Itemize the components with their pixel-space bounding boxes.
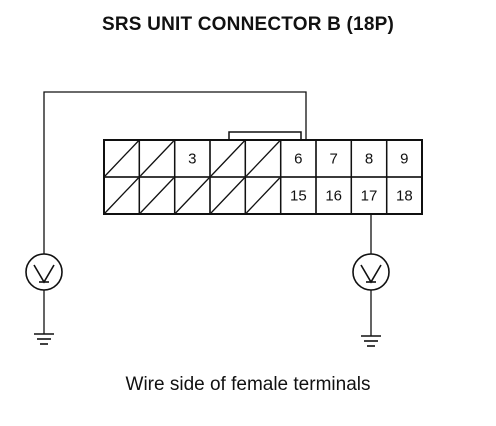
right-probe — [352, 214, 390, 347]
pin-label-18: 18 — [396, 188, 413, 205]
unused-pin-hatch — [104, 177, 139, 214]
connector-cells: 3 6 7 8 9 15 16 17 18 — [103, 139, 423, 215]
voltmeter-icon — [352, 253, 390, 291]
pin-label-3: 3 — [188, 151, 196, 168]
unused-pin-hatch — [175, 177, 210, 214]
unused-pin-hatch — [210, 177, 245, 214]
pin-label-7: 7 — [329, 151, 337, 168]
unused-pin-hatch — [245, 177, 281, 214]
ground-icon — [34, 333, 54, 345]
pin-label-16: 16 — [325, 188, 342, 205]
voltmeter-icon — [25, 253, 63, 291]
left-probe-wire — [43, 91, 307, 254]
unused-pin-hatch — [245, 140, 281, 177]
diagram-caption: Wire side of female terminals — [125, 374, 371, 395]
unused-pin-hatch — [139, 140, 175, 177]
unused-pin-hatch — [210, 140, 245, 177]
pin-label-8: 8 — [365, 151, 373, 168]
pin-label-9: 9 — [400, 151, 408, 168]
unused-pin-hatch — [139, 177, 175, 214]
diagram-title: SRS UNIT CONNECTOR B (18P) — [102, 14, 394, 35]
unused-pin-hatch — [104, 140, 139, 177]
connector-body: 3 6 7 8 9 15 16 17 18 — [103, 139, 423, 215]
ground-icon — [361, 335, 381, 347]
pin-label-6: 6 — [294, 151, 302, 168]
pin-label-17: 17 — [361, 188, 378, 205]
pin-label-15: 15 — [290, 188, 307, 205]
left-probe — [25, 91, 307, 345]
connector-cell — [385, 176, 423, 215]
